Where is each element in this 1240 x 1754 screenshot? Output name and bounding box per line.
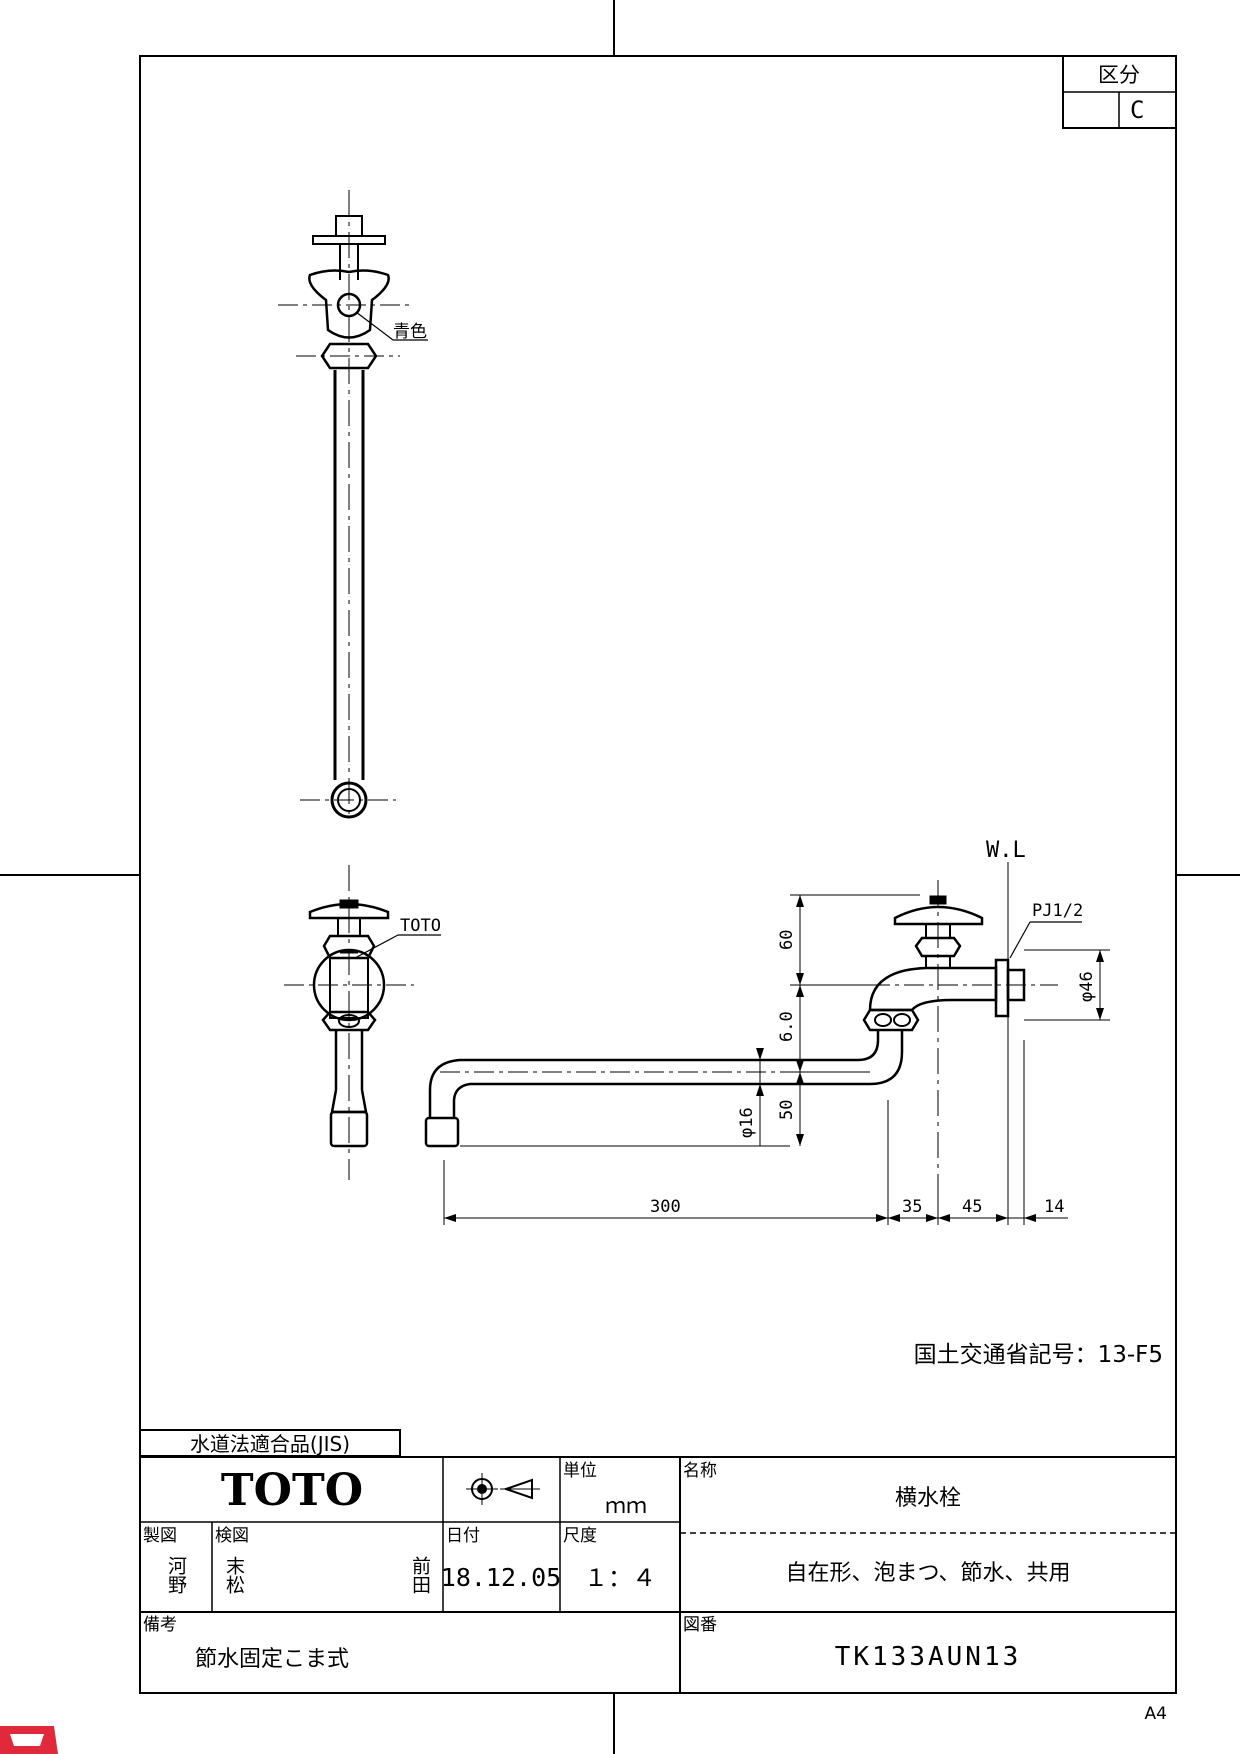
product-features: 自在形、泡まつ、節水、共用 <box>785 1561 1070 1586</box>
top-view <box>278 190 428 820</box>
checked-by-first: 末松 <box>223 1556 245 1594</box>
scale-header: 尺度 <box>563 1526 597 1546</box>
classification-value: C <box>1130 96 1144 124</box>
brand-mark-label: TOTO <box>400 916 441 936</box>
drawn-header: 製図 <box>143 1526 177 1546</box>
product-name: 横水栓 <box>895 1486 961 1511</box>
unit-header: 単位 <box>563 1461 597 1481</box>
projection-symbol-icon <box>466 1473 540 1505</box>
sheet-border <box>139 55 1177 1694</box>
toto-logo: TOTO <box>221 1465 363 1516</box>
jis-label: 水道法適合品(JIS) <box>190 1432 350 1456</box>
dimension-45: 45 <box>962 1197 982 1217</box>
checked-by-second: 前田 <box>409 1556 431 1594</box>
corner-marker-icon <box>0 1726 58 1754</box>
classification-box: 区分 C <box>1062 55 1177 129</box>
handle-color-label: 青色 <box>393 322 427 342</box>
dimension-60-top: 60 <box>777 930 797 950</box>
classification-header: 区分 <box>1098 63 1140 87</box>
checked-header: 検図 <box>215 1526 249 1546</box>
paper-size: A4 <box>1145 1704 1167 1724</box>
dimension-60-middle: 6.0 <box>777 1011 797 1042</box>
thread-label: PJ1/2 <box>1032 901 1083 921</box>
front-view <box>284 865 441 1180</box>
waterline-label: W.L <box>986 838 1026 863</box>
scale-value: １：４ <box>584 1564 656 1592</box>
drawing-number-header: 図番 <box>683 1615 717 1635</box>
dimension-300: 300 <box>650 1197 681 1217</box>
body-diameter-label: φ46 <box>1077 971 1097 1002</box>
mlit-code: 国土交通省記号：13-F5 <box>914 1342 1163 1368</box>
dimension-14: 14 <box>1044 1197 1064 1217</box>
dimension-35: 35 <box>902 1197 922 1217</box>
side-view <box>424 862 1110 1225</box>
name-header: 名称 <box>683 1461 717 1481</box>
date-value: 18.12.05 <box>441 1563 561 1592</box>
dimension-50: 50 <box>777 1100 797 1120</box>
drawing-number: TK133AUN13 <box>835 1642 1022 1672</box>
drawn-by: 河野 <box>165 1556 187 1594</box>
title-block <box>139 1429 1176 1693</box>
spout-diameter-label: φ16 <box>737 1107 757 1138</box>
remarks-header: 備考 <box>143 1615 177 1635</box>
unit-value: ｍｍ <box>605 1494 647 1518</box>
date-header: 日付 <box>446 1526 480 1546</box>
remarks-value: 節水固定こま式 <box>195 1647 349 1672</box>
